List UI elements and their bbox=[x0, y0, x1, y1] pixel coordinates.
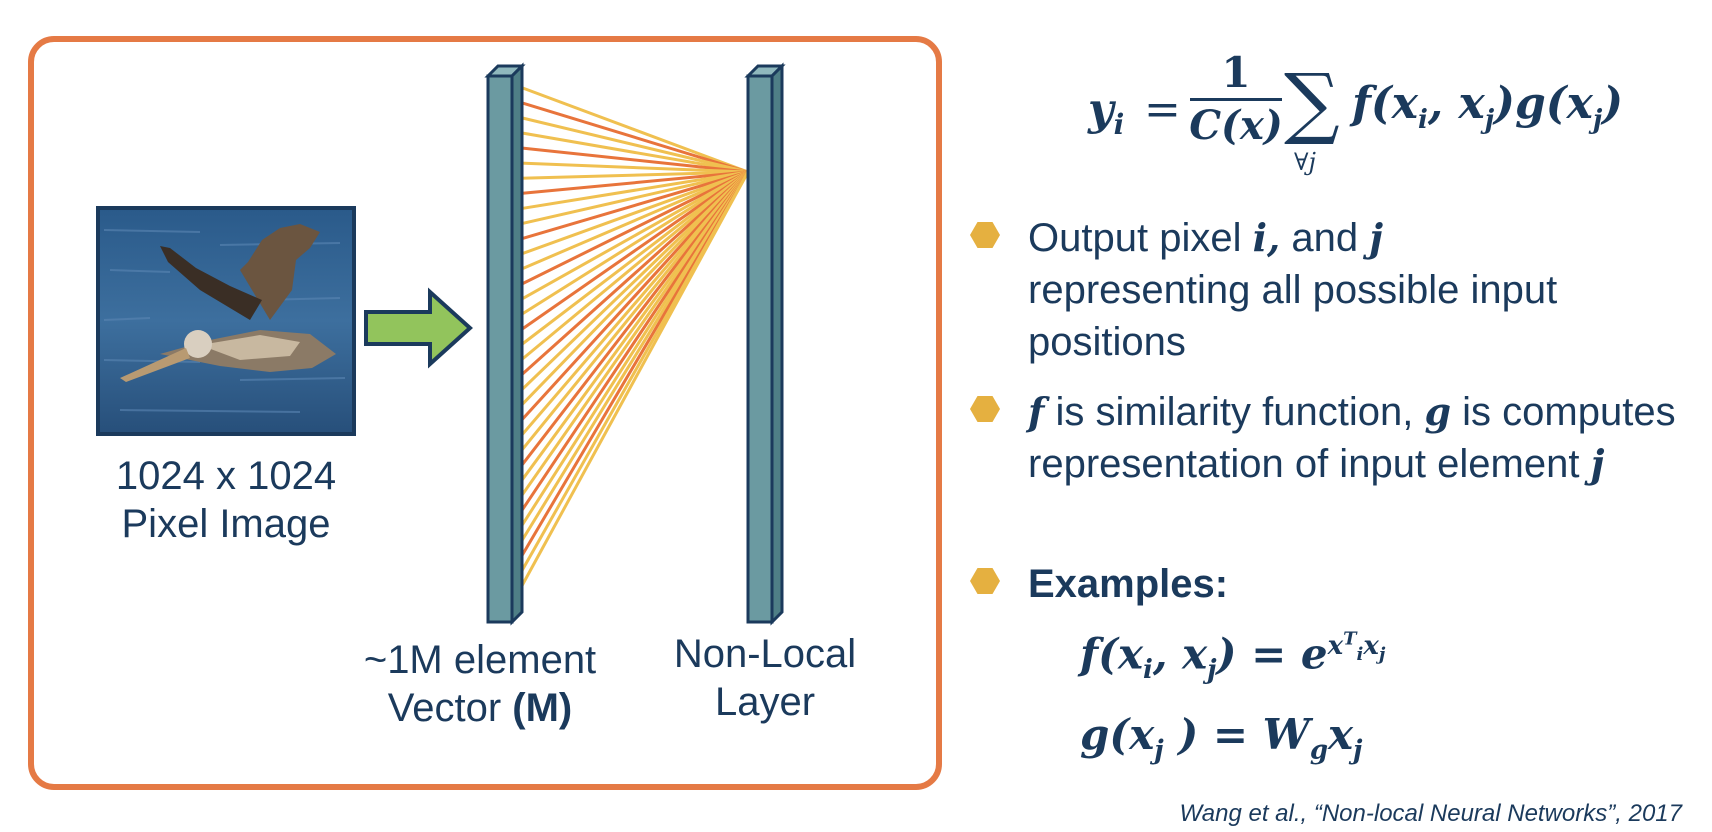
example-f-exp-tail-sub: j bbox=[1378, 643, 1386, 665]
example-g-equation: g(xj ) = Wgxj bbox=[1080, 710, 1362, 765]
bullet1-text-pre: Output pixel bbox=[1028, 216, 1253, 260]
example-f-sub-i: i bbox=[1142, 655, 1153, 686]
connection-line bbox=[511, 170, 749, 228]
connection-line bbox=[510, 171, 750, 448]
example-g-lhs: g(x bbox=[1080, 710, 1155, 759]
bullet-examples: Examples: bbox=[970, 558, 1678, 610]
example-f-equation: f(xi, xj) = exTixj bbox=[1080, 628, 1385, 685]
example-f-lhs: f(x bbox=[1080, 629, 1143, 679]
image-label-line2: Pixel Image bbox=[121, 502, 331, 546]
example-g-x: x bbox=[1328, 710, 1354, 759]
formula-term-f: f(x bbox=[1352, 78, 1418, 129]
connection-line bbox=[511, 145, 749, 174]
formula-denominator: C(x) bbox=[1189, 102, 1283, 149]
connection-line bbox=[510, 171, 750, 605]
vector-label: ~1M element Vector (M) bbox=[340, 636, 620, 732]
example-f-exp-sub: i bbox=[1356, 643, 1364, 665]
bullet2-var-j: j bbox=[1590, 441, 1605, 486]
bullet2-text-post: is computes representation of input elem… bbox=[1028, 390, 1676, 486]
hexagon-bullet-icon bbox=[970, 568, 1000, 594]
connection-line bbox=[510, 171, 750, 495]
example-f-exp-tail: x bbox=[1363, 630, 1379, 661]
formula-numerator: 1 bbox=[1221, 48, 1251, 97]
diagram-svg bbox=[96, 62, 786, 626]
connection-line bbox=[511, 170, 749, 275]
hexagon-bullet-icon bbox=[970, 396, 1000, 422]
bullet1-text-mid: and bbox=[1280, 216, 1370, 260]
example-f-exp: x bbox=[1327, 630, 1344, 661]
connection-line bbox=[511, 170, 749, 354]
image-label-line1: 1024 x 1024 bbox=[115, 454, 337, 498]
connection-line bbox=[510, 170, 750, 432]
bullet1-text-post: representing all possible input position… bbox=[1028, 268, 1558, 364]
connection-line bbox=[511, 170, 749, 212]
example-g-x-sub: j bbox=[1353, 735, 1363, 766]
example-f-comma: , x bbox=[1152, 629, 1208, 679]
bullet-output-pixel: Output pixel i, and j representing all p… bbox=[970, 212, 1678, 368]
nonlocal-formula: yi = 1 C(x) ∑ ∀j f(xi, xj)g(xj) bbox=[1088, 48, 1648, 198]
example-f-exp-sup: T bbox=[1343, 628, 1357, 649]
vector-label-text: Vector bbox=[387, 686, 502, 730]
vector-label-bold: (M) bbox=[512, 686, 573, 730]
formula-sum: ∑ bbox=[1284, 58, 1340, 148]
formula-term-sub-i: i bbox=[1417, 104, 1428, 135]
connection-line bbox=[510, 171, 750, 464]
formula-term-g: )g(x bbox=[1494, 78, 1593, 129]
connection-line bbox=[511, 170, 749, 322]
pelican-image bbox=[96, 206, 356, 436]
examples-heading: Examples: bbox=[1028, 562, 1229, 606]
connection-line bbox=[511, 170, 749, 369]
bullet2-var-f: f bbox=[1028, 389, 1045, 434]
formula-equals: = bbox=[1144, 84, 1181, 135]
citation: Wang et al., “Non-local Neural Networks”… bbox=[1179, 800, 1682, 827]
example-g-w-sub: g bbox=[1309, 735, 1328, 766]
formula-term-sub-j: j bbox=[1484, 104, 1495, 135]
bullet-similarity: f is similarity function, g is computes … bbox=[970, 386, 1678, 490]
vector-bar bbox=[484, 62, 526, 626]
connection-line bbox=[511, 170, 749, 244]
connection-line bbox=[511, 129, 749, 174]
bullet1-var-j: j bbox=[1369, 215, 1383, 260]
connection-line bbox=[511, 170, 749, 181]
connection-line bbox=[511, 170, 749, 259]
non-local-layer-bar bbox=[744, 62, 786, 626]
hexagon-bullet-icon bbox=[970, 222, 1000, 248]
example-g-close: ) = W bbox=[1163, 710, 1310, 759]
formula-term: f(xi, xj)g(xj) bbox=[1352, 78, 1623, 135]
formula-lhs: y bbox=[1088, 84, 1114, 135]
connection-line bbox=[511, 114, 749, 174]
connection-line bbox=[511, 170, 749, 338]
example-g-sub-j: j bbox=[1154, 735, 1164, 766]
connection-line bbox=[511, 161, 749, 174]
connection-line bbox=[511, 170, 749, 291]
bullet2-text-mid: is similarity function, bbox=[1044, 390, 1425, 434]
layer-label-line1: Non-Local bbox=[673, 632, 857, 676]
formula-lhs-sub: i bbox=[1113, 107, 1125, 141]
connection-line bbox=[510, 170, 750, 385]
formula-term-comma: , x bbox=[1427, 78, 1485, 129]
formula-term-close: ) bbox=[1602, 78, 1624, 129]
example-f-close: ) = e bbox=[1216, 629, 1328, 679]
connection-line bbox=[510, 171, 750, 479]
bullet2-var-g: g bbox=[1424, 389, 1452, 434]
connection-line bbox=[511, 82, 749, 174]
diagram-panel bbox=[28, 36, 942, 790]
layer-label-line2: Layer bbox=[714, 680, 816, 724]
connection-line bbox=[510, 170, 750, 416]
formula-term-sub-j2: j bbox=[1592, 104, 1603, 135]
image-label: 1024 x 1024 Pixel Image bbox=[96, 452, 356, 548]
connection-line bbox=[511, 170, 749, 196]
example-f-sub-j: j bbox=[1207, 655, 1217, 686]
bullet1-var-i: i, bbox=[1252, 215, 1281, 260]
connection-line bbox=[511, 170, 749, 306]
connection-line bbox=[511, 98, 749, 174]
layer-label: Non-Local Layer bbox=[650, 630, 880, 726]
vector-label-line1: ~1M element bbox=[363, 638, 597, 682]
connection-line bbox=[510, 170, 750, 401]
connection-lines bbox=[510, 82, 750, 605]
arrow-icon bbox=[364, 287, 473, 369]
formula-sum-sub: ∀j bbox=[1294, 148, 1316, 176]
vector-label-line2: Vector (M) bbox=[340, 684, 620, 732]
